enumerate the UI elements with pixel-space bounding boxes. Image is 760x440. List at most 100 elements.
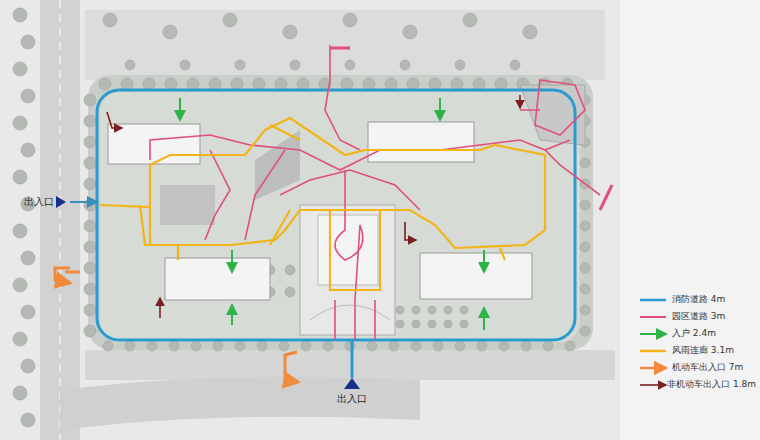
tree	[345, 60, 355, 70]
legend-text: 机动车出入口 7m	[672, 362, 743, 373]
entrance-label: 出入口	[24, 196, 54, 208]
tree	[84, 136, 96, 148]
tree	[455, 60, 465, 70]
legend-text: 入户 2.4m	[672, 328, 716, 339]
tree	[473, 78, 485, 90]
tree	[84, 220, 96, 232]
legend-text: 园区道路 3m	[672, 311, 725, 322]
tree	[21, 413, 35, 427]
tree	[463, 13, 477, 27]
legend-text: 非机动车出入口 1.8m	[667, 379, 756, 390]
tree	[396, 306, 404, 314]
tree	[99, 78, 111, 90]
tree	[13, 332, 27, 346]
entrance-label: 出入口	[337, 393, 367, 405]
tree	[21, 305, 35, 319]
tree	[147, 341, 157, 351]
tree	[580, 242, 590, 252]
tree	[543, 341, 553, 351]
tree	[460, 306, 468, 314]
tree	[523, 25, 537, 39]
tree	[13, 62, 27, 76]
tree	[84, 283, 96, 295]
tree	[13, 386, 27, 400]
tree	[187, 78, 199, 90]
tree	[455, 341, 465, 351]
legend-sample	[640, 350, 666, 353]
tree	[21, 35, 35, 49]
tree	[143, 78, 155, 90]
tree	[428, 320, 436, 328]
tree	[21, 143, 35, 157]
tree	[84, 262, 96, 274]
tree	[580, 263, 590, 273]
tree	[499, 341, 509, 351]
legend-sample	[640, 333, 666, 335]
tree	[165, 78, 177, 90]
tree	[460, 320, 468, 328]
tree	[21, 251, 35, 265]
tree	[169, 341, 179, 351]
tree	[253, 78, 265, 90]
tree	[580, 284, 590, 294]
tree	[121, 78, 133, 90]
tree	[580, 305, 590, 315]
tree	[84, 325, 96, 337]
tree	[400, 60, 410, 70]
tree	[521, 341, 531, 351]
tree	[103, 13, 117, 27]
legend-sample	[640, 299, 666, 302]
tree	[428, 306, 436, 314]
tree	[297, 78, 309, 90]
tree	[235, 341, 245, 351]
legend-text: 消防道路 4m	[672, 294, 725, 305]
tree	[84, 199, 96, 211]
tree	[290, 60, 300, 70]
tree	[279, 341, 289, 351]
tree	[275, 78, 287, 90]
tree	[477, 341, 487, 351]
tree	[13, 116, 27, 130]
tree	[84, 157, 96, 169]
tree	[580, 200, 590, 210]
tree	[84, 241, 96, 253]
legend-sample	[640, 367, 666, 370]
tree	[191, 341, 201, 351]
tree	[363, 78, 375, 90]
tree	[580, 326, 590, 336]
tree	[580, 221, 590, 231]
tree	[13, 170, 27, 184]
tree	[257, 341, 267, 351]
tree	[84, 94, 96, 106]
tree	[103, 341, 113, 351]
tree	[84, 304, 96, 316]
tree	[412, 320, 420, 328]
tree	[213, 341, 223, 351]
tree	[125, 60, 135, 70]
tree	[451, 78, 463, 90]
tree	[21, 359, 35, 373]
tree	[396, 320, 404, 328]
tree	[412, 306, 420, 314]
tree	[580, 158, 590, 168]
tree	[235, 60, 245, 70]
legend-text: 风雨连廊 3.1m	[672, 345, 734, 356]
tree	[223, 13, 237, 27]
tree	[285, 265, 295, 275]
tree	[403, 25, 417, 39]
tree	[565, 341, 575, 351]
tree	[283, 25, 297, 39]
tree	[411, 341, 421, 351]
tree	[231, 78, 243, 90]
tree	[495, 78, 507, 90]
tree	[444, 306, 452, 314]
tree	[163, 25, 177, 39]
tree	[323, 341, 333, 351]
tree	[385, 78, 397, 90]
tree	[343, 13, 357, 27]
legend-sample	[640, 316, 666, 318]
legend-sample	[640, 384, 666, 386]
tree	[180, 60, 190, 70]
